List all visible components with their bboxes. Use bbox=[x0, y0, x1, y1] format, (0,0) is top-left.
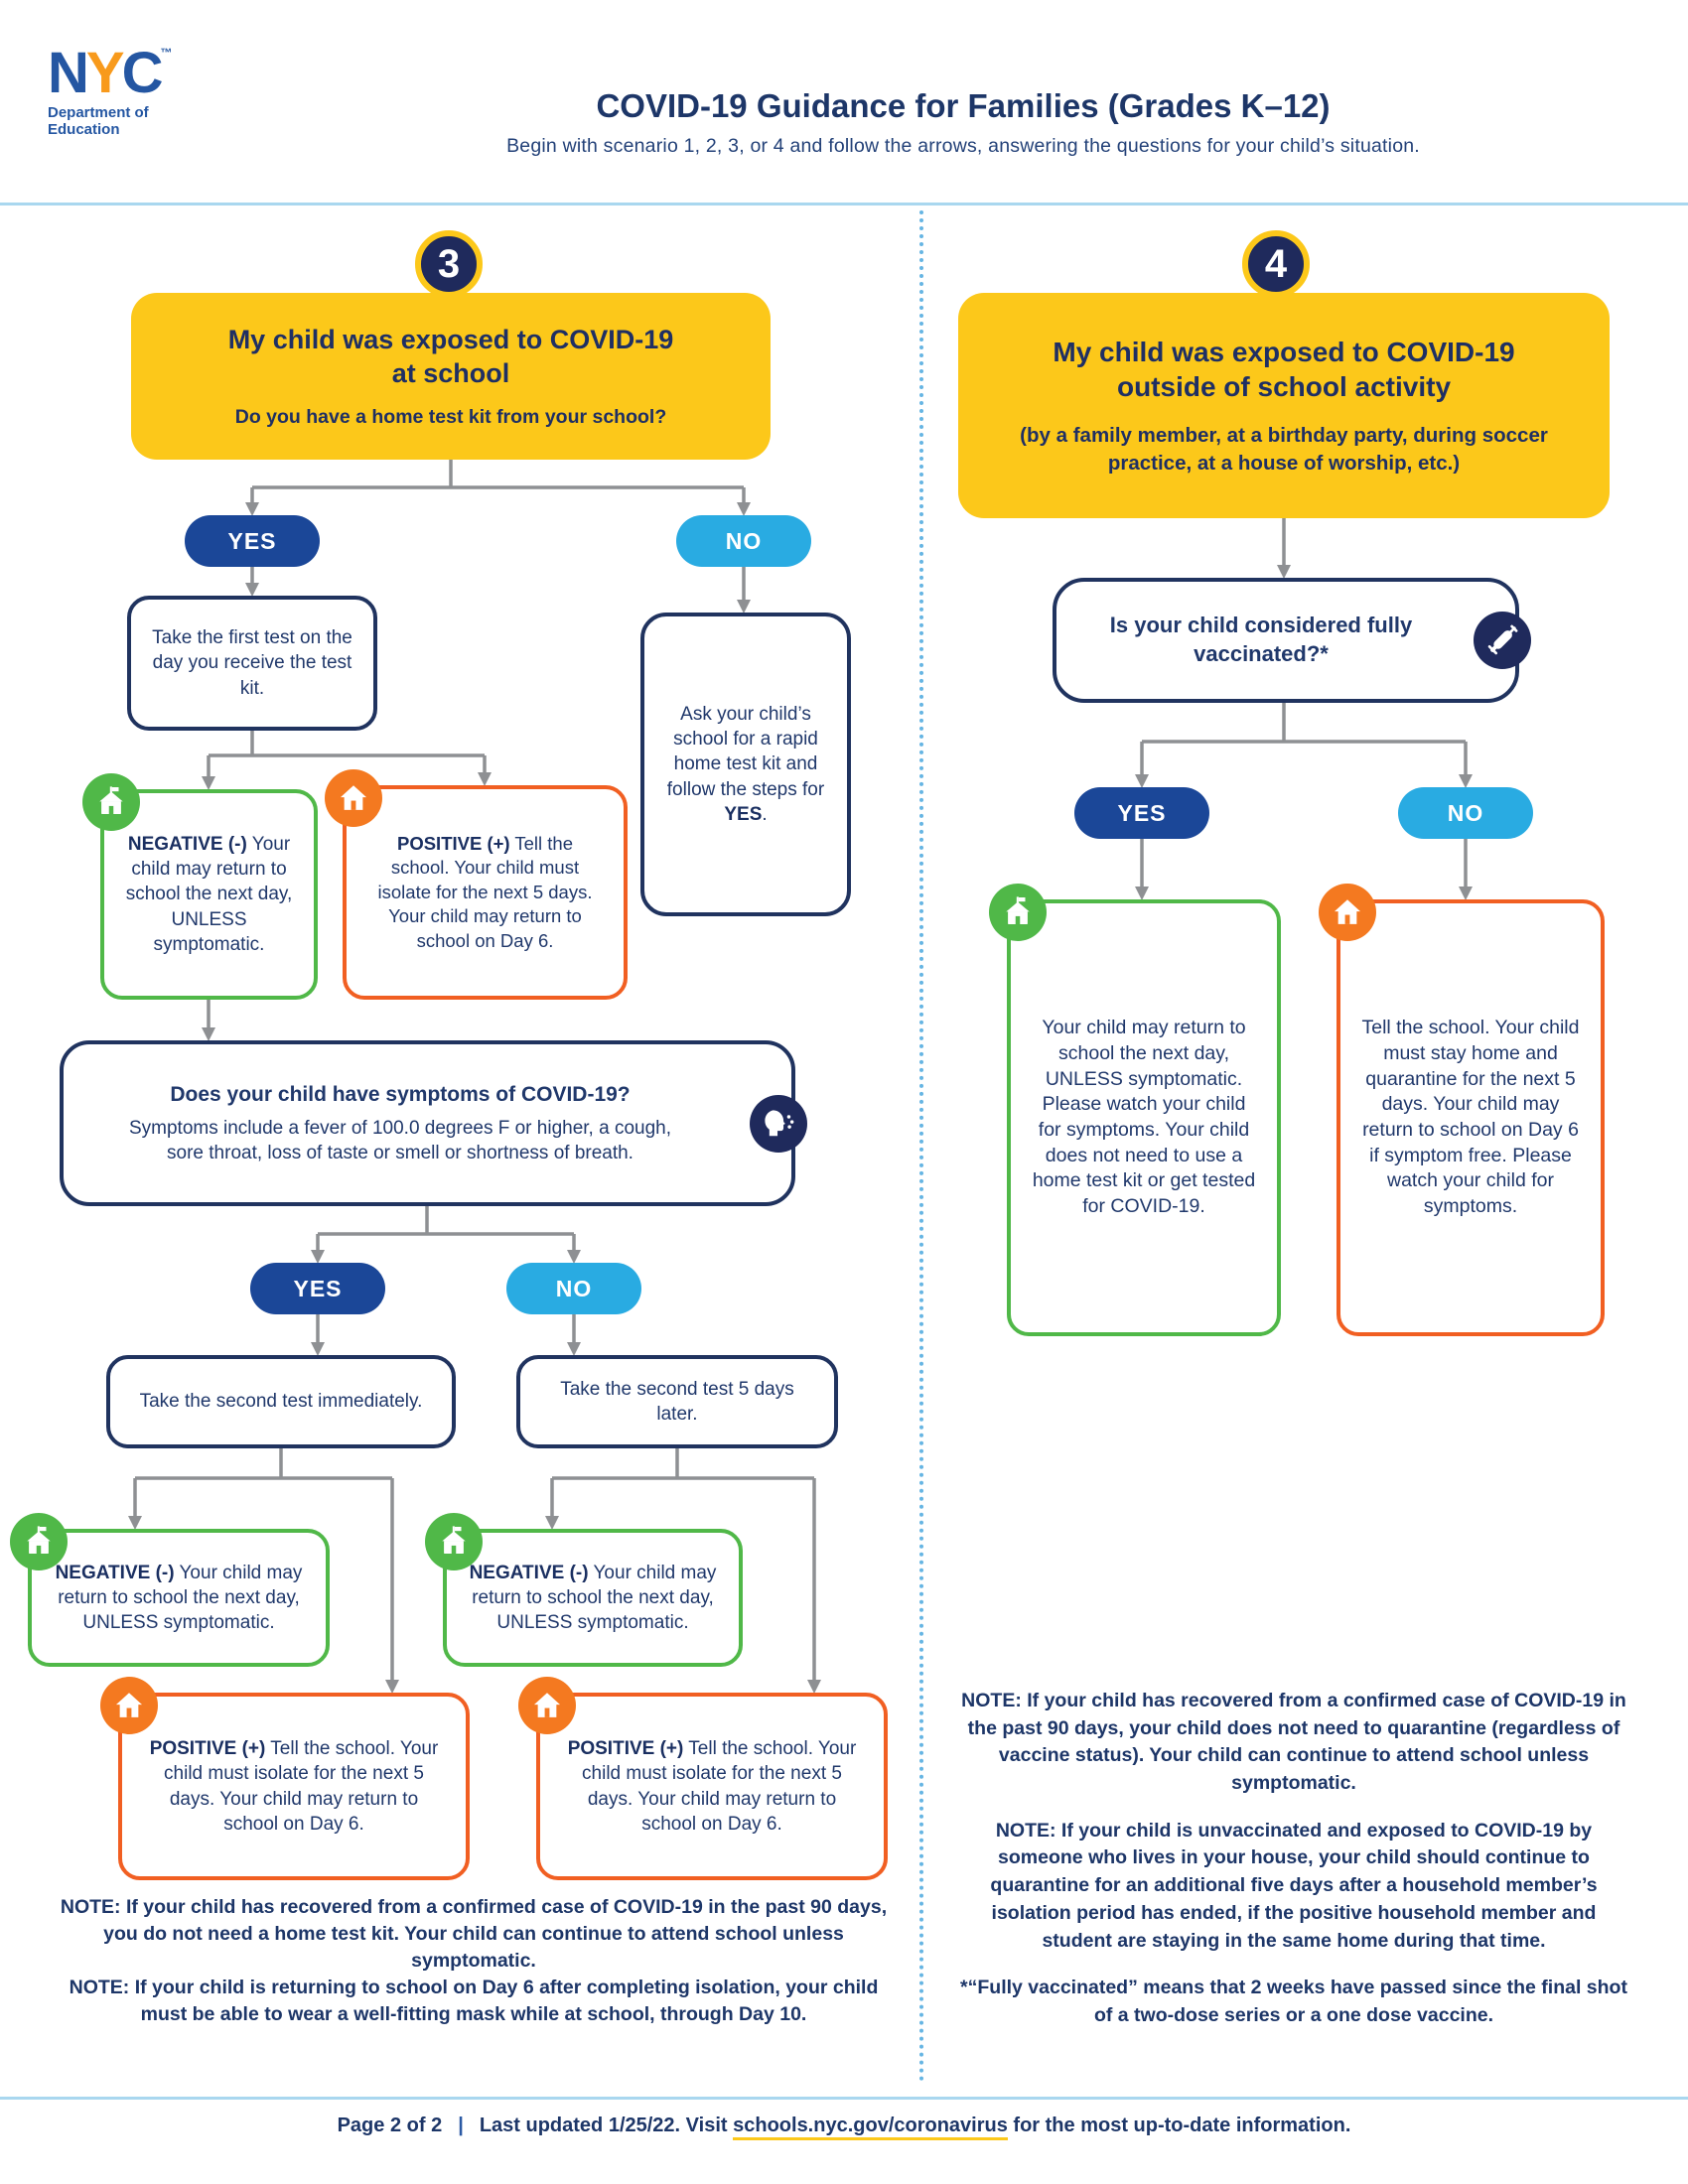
s3-symptoms-body: Symptoms include a fever of 100.0 degree… bbox=[128, 1117, 672, 1163]
s3-negative-text-3: NEGATIVE (-) Your child may return to sc… bbox=[467, 1561, 719, 1635]
negative-label: NEGATIVE (-) bbox=[55, 1562, 175, 1583]
scenario-3-badge: 3 bbox=[415, 230, 483, 298]
dept-line-1: Department of bbox=[48, 104, 149, 122]
footer-rule bbox=[0, 2097, 1688, 2100]
trademark-symbol: ™ bbox=[160, 46, 173, 60]
footer-post-link-text: for the most up-to-date information. bbox=[1007, 2115, 1351, 2136]
page-title: COVID-19 Guidance for Families (Grades K… bbox=[596, 87, 1331, 124]
scenario3-connectors bbox=[128, 460, 821, 1694]
positive-text: Tell the school. Your child must isolate… bbox=[582, 1738, 857, 1835]
s4-note-1: NOTE: If your child has recovered from a… bbox=[961, 1690, 1626, 1795]
scenario-4-badge: 4 bbox=[1242, 230, 1310, 298]
s4-no-pill: NO bbox=[1398, 787, 1533, 839]
header-rule bbox=[0, 203, 1688, 205]
s4-start-title: My child was exposed to COVID-19 outside… bbox=[1053, 336, 1515, 402]
s3-negative-text-2: NEGATIVE (-) Your child may return to sc… bbox=[52, 1561, 306, 1635]
s4-vaccinated-question: Is your child considered fully vaccinate… bbox=[1109, 613, 1413, 666]
positive-text: Tell the school. Your child must isolate… bbox=[164, 1738, 439, 1835]
coronavirus-link[interactable]: schools.nyc.gov/coronavirus bbox=[733, 2115, 1008, 2140]
school-icon bbox=[82, 773, 140, 831]
ask-school-post: . bbox=[762, 803, 768, 825]
s4-notes: NOTE: If your child has recovered from a… bbox=[958, 1688, 1629, 2030]
column-divider bbox=[919, 210, 923, 2083]
s3-note-1: NOTE: If your child has recovered from a… bbox=[60, 1896, 888, 1972]
s4-no-outcome-text: Tell the school. Your child must stay ho… bbox=[1361, 1017, 1580, 1218]
s3-ask-school-box: Ask your child’s school for a rapid home… bbox=[640, 613, 851, 916]
dept-line-2: Education bbox=[48, 121, 120, 139]
s3-ask-school-text: Ask your child’s school for a rapid home… bbox=[664, 702, 827, 826]
logo-letter-y: Y bbox=[85, 41, 125, 105]
s3-yes-pill-2: YES bbox=[250, 1263, 385, 1314]
s3-symptoms-title: Does your child have symptoms of COVID-1… bbox=[170, 1083, 631, 1107]
footer-separator: | bbox=[458, 2115, 464, 2136]
s3-first-test-box: Take the first test on the day you recei… bbox=[127, 596, 377, 731]
positive-label: POSITIVE (+) bbox=[149, 1738, 266, 1760]
s4-note-2: NOTE: If your child is unvaccinated and … bbox=[990, 1819, 1598, 1952]
s4-footnote: *“Fully vaccinated” means that 2 weeks h… bbox=[960, 1977, 1627, 2026]
logo-letter-n: N bbox=[48, 41, 89, 105]
s3-no-pill-2: NO bbox=[506, 1263, 641, 1314]
ask-school-pre: Ask your child’s school for a rapid home… bbox=[666, 704, 825, 800]
s4-start-subtitle: (by a family member, at a birthday party… bbox=[1020, 423, 1548, 475]
page-number: Page 2 of 2 bbox=[337, 2115, 443, 2136]
s4-yes-outcome-text: Your child may return to school the next… bbox=[1032, 1017, 1256, 1218]
s3-negative-box-1: NEGATIVE (-) Your child may return to sc… bbox=[82, 773, 318, 1000]
footer-updated-text: Last updated 1/25/22. Visit bbox=[479, 2115, 734, 2136]
nyc-doe-logo: NYC™ Department of Education bbox=[48, 45, 173, 139]
s3-second-test-later-box: Take the second test 5 days later. bbox=[516, 1355, 838, 1448]
s4-start-box: My child was exposed to COVID-19 outside… bbox=[958, 293, 1610, 518]
s3-start-box: My child was exposed to COVID-19 at scho… bbox=[131, 293, 771, 460]
s3-start-question: Do you have a home test kit from your sc… bbox=[234, 406, 667, 429]
s4-stay-home-box: Tell the school. Your child must stay ho… bbox=[1319, 884, 1605, 1336]
s3-positive-text-2: POSITIVE (+) Tell the school. Your child… bbox=[142, 1736, 446, 1836]
s3-positive-box-2: POSITIVE (+) Tell the school. Your child… bbox=[100, 1677, 470, 1880]
positive-label: POSITIVE (+) bbox=[396, 832, 510, 854]
negative-text: Your child may return to school the next… bbox=[472, 1562, 717, 1634]
s3-positive-box-1: POSITIVE (+) Tell the school. Your child… bbox=[325, 769, 628, 1000]
s3-negative-box-2: NEGATIVE (-) Your child may return to sc… bbox=[10, 1513, 330, 1667]
negative-label: NEGATIVE (-) bbox=[127, 834, 247, 856]
ask-school-yes: YES bbox=[724, 803, 763, 825]
positive-label: POSITIVE (+) bbox=[567, 1738, 684, 1760]
s3-second-test-later-text: Take the second test 5 days later. bbox=[560, 1378, 794, 1425]
house-icon bbox=[1319, 884, 1376, 941]
s3-second-test-now-box: Take the second test immediately. bbox=[106, 1355, 456, 1448]
s3-symptoms-box: Does your child have symptoms of COVID-1… bbox=[60, 1040, 807, 1206]
page-footer: Page 2 of 2|Last updated 1/25/22. Visit … bbox=[0, 2115, 1688, 2140]
nyc-logo-letters: NYC™ bbox=[48, 45, 173, 102]
negative-text: Your child may return to school the next… bbox=[58, 1562, 303, 1634]
logo-department-label: Department of Education bbox=[48, 104, 172, 139]
s3-positive-text-3: POSITIVE (+) Tell the school. Your child… bbox=[560, 1736, 864, 1836]
s3-second-test-now-text: Take the second test immediately. bbox=[139, 1391, 423, 1413]
house-icon bbox=[518, 1677, 576, 1734]
s3-yes-pill-1: YES bbox=[185, 515, 320, 567]
syringe-icon bbox=[1474, 612, 1531, 669]
s3-start-title: My child was exposed to COVID-19 at scho… bbox=[227, 324, 674, 388]
s4-vaccinated-box: Is your child considered fully vaccinate… bbox=[1053, 578, 1531, 703]
logo-letter-c: C bbox=[121, 41, 164, 105]
house-icon bbox=[100, 1677, 158, 1734]
negative-text: Your child may return to school the next… bbox=[125, 834, 293, 955]
school-icon bbox=[989, 884, 1047, 941]
s4-yes-pill: YES bbox=[1074, 787, 1209, 839]
s3-positive-text-1: POSITIVE (+) Tell the school. Your child… bbox=[366, 832, 604, 953]
s3-first-test-text: Take the first test on the day you recei… bbox=[152, 627, 352, 699]
school-icon bbox=[425, 1513, 483, 1570]
school-icon bbox=[10, 1513, 68, 1570]
page-subtitle: Begin with scenario 1, 2, 3, or 4 and fo… bbox=[506, 135, 1420, 157]
s3-notes: NOTE: If your child has recovered from a… bbox=[56, 1894, 892, 2028]
s3-note-2: NOTE: If your child is returning to scho… bbox=[69, 1976, 879, 2025]
s3-negative-box-3: NEGATIVE (-) Your child may return to sc… bbox=[425, 1513, 743, 1667]
house-icon bbox=[325, 769, 382, 827]
s3-no-pill-1: NO bbox=[676, 515, 811, 567]
s4-return-school-box: Your child may return to school the next… bbox=[989, 884, 1281, 1336]
s3-negative-text-1: NEGATIVE (-) Your child may return to sc… bbox=[124, 832, 294, 956]
negative-label: NEGATIVE (-) bbox=[469, 1562, 589, 1583]
scenario4-connectors bbox=[1135, 518, 1473, 900]
s3-positive-box-3: POSITIVE (+) Tell the school. Your child… bbox=[518, 1677, 888, 1880]
cough-icon bbox=[750, 1094, 807, 1153]
positive-text: Tell the school. Your child must isolate… bbox=[377, 832, 593, 951]
